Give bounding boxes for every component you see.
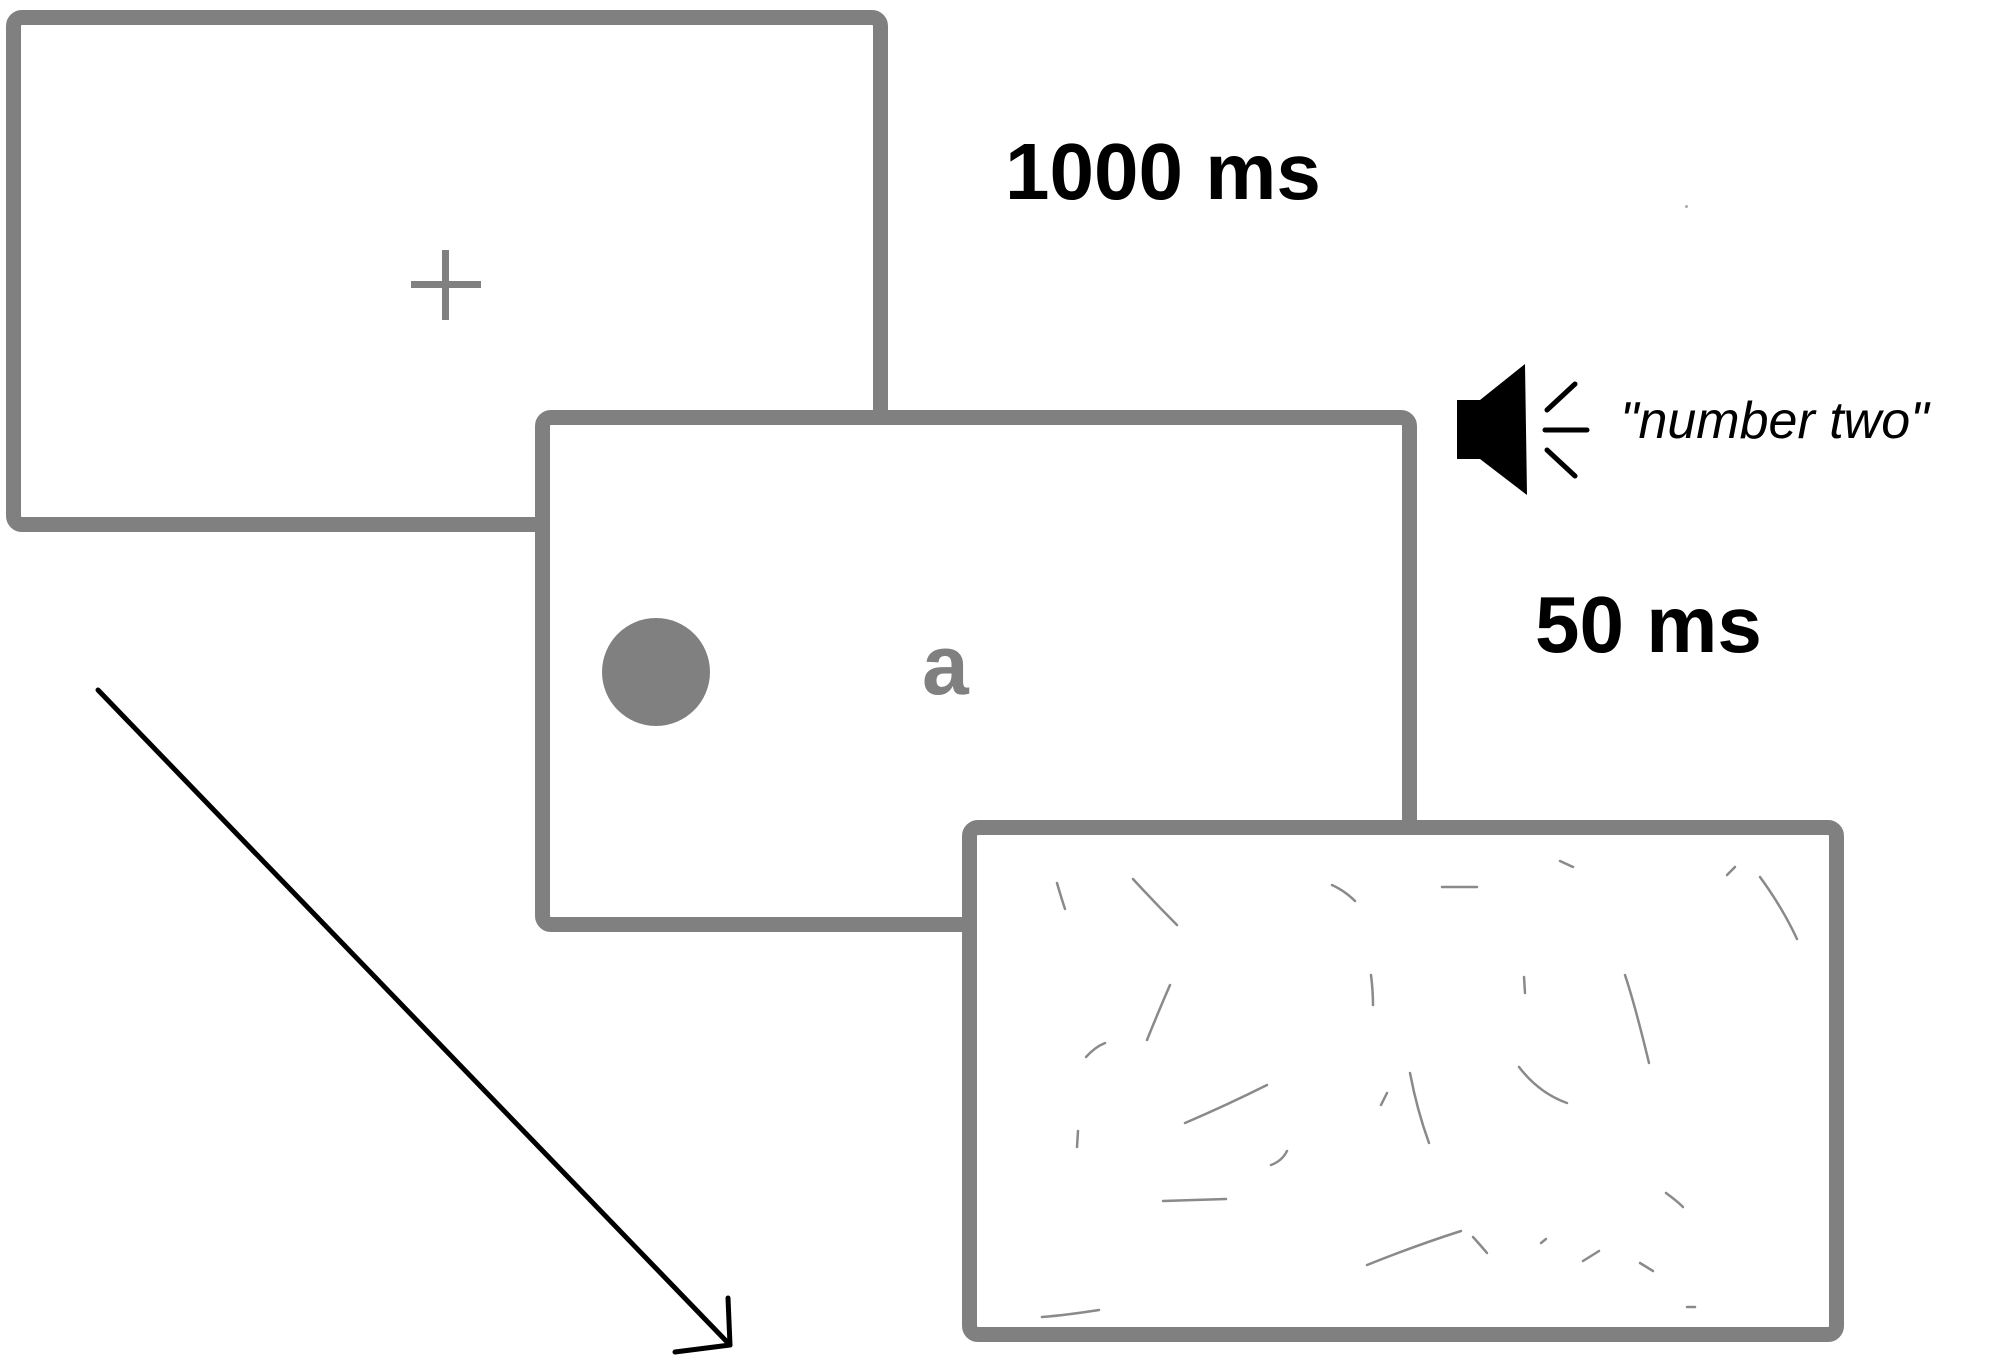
stimulus-duration-label: 50 ms: [1535, 580, 1762, 669]
fixation-cross-icon: [411, 250, 481, 320]
stray-dot: [1685, 205, 1688, 208]
fixation-duration-label: 1000 ms: [1005, 127, 1321, 216]
gray-dot: [602, 618, 710, 726]
speaker-icon: [1457, 364, 1590, 495]
stimulus-letter: a: [922, 618, 969, 712]
mask-screen: [962, 820, 1844, 1342]
fixation-screen: [6, 10, 888, 532]
time-arrow-icon: [95, 687, 733, 1355]
noise-mask-pattern: [1040, 859, 1799, 1319]
spoken-word-label: "number two": [1620, 392, 1929, 450]
